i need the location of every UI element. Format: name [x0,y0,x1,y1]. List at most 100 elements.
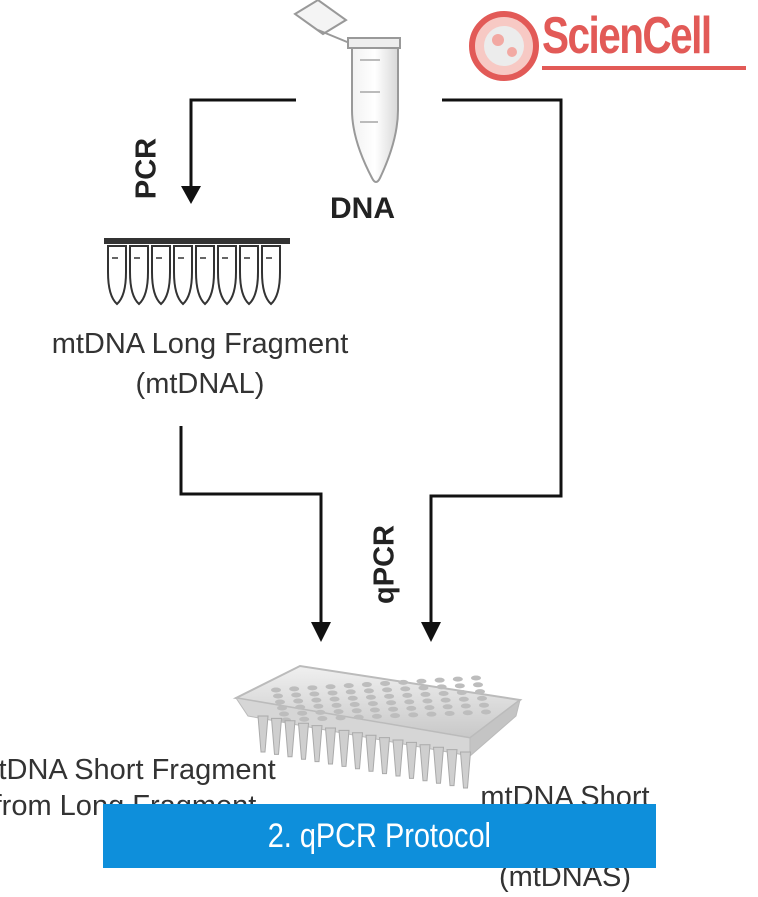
plate-well-tube [378,737,391,775]
plate-well [289,686,300,692]
plate-well [402,692,413,698]
plate-well [347,695,358,701]
plate-well [343,683,354,689]
pcr-strip-tubes-icon [104,238,290,306]
plate-well [331,702,342,708]
plate-well-tube [392,739,404,777]
plate-well-tube [270,717,283,755]
plate-well [345,689,356,695]
96-well-plate-icon [232,664,523,789]
plate-well [420,691,431,697]
plate-well [462,710,473,716]
plate-well-tube [459,751,472,789]
plate-well [363,688,374,694]
plate-well [386,700,397,706]
plate-well [351,708,362,714]
plate-well [365,694,376,700]
plate-well [297,710,308,716]
plate-well-tube [324,727,337,765]
plate-well [406,705,417,711]
plate-well [369,707,380,713]
plate-well [271,687,281,693]
plate-well [295,704,306,710]
strip-tube [239,245,259,306]
plate-well [277,705,287,711]
plate-well [456,690,467,696]
plate-well [335,715,346,721]
plate-well-tube [432,746,445,784]
plate-well [279,711,289,717]
plate-well [458,696,469,702]
plate-well [309,691,320,697]
plate-well [477,695,487,701]
plate-well [416,678,427,684]
dna-label: DNA [330,192,395,225]
plate-well [333,709,344,715]
plate-well [315,709,326,715]
plate-well [479,702,489,708]
plate-well [353,714,364,720]
plate-well [398,679,409,685]
plate-well [426,711,437,717]
plate-well [422,698,433,704]
plate-well [380,680,391,686]
plate-well [329,696,340,702]
plate-well [473,682,483,688]
strip-cap-bar [104,238,290,244]
plate-well-tube [284,720,296,758]
banner-title: 2. qPCR Protocol [267,817,492,855]
flow-diagram [104,0,563,789]
strip-tube [173,245,193,306]
plate-well [408,712,419,718]
logo-underline [542,66,746,70]
strip-tube [217,245,237,306]
logo-wordmark: ScienCell [542,7,712,65]
plate-well [313,703,324,709]
plate-well [311,697,322,703]
diagram-canvas: ScienCell DNA PCR qPCR mtDNA Long Fragme… [0,0,746,893]
strip-tube [151,245,171,306]
plate-well [299,716,310,722]
plate-well-tube [338,729,350,767]
plate-well-tube [311,725,323,763]
plate-well [418,685,429,691]
plate-well-tube [419,744,431,782]
plate-well-tube [405,741,418,779]
plate-well [452,676,463,682]
plate-well [444,710,455,716]
plate-well [438,690,449,696]
long-fragment-arrow [179,426,331,642]
plate-well [367,701,378,707]
plate-well-tube [257,715,269,753]
plate-well-tube [365,734,377,772]
plate-well [404,699,415,705]
plate-well [440,697,451,703]
plate-well [400,686,411,692]
plate-well [424,705,435,711]
plate-well [434,677,445,683]
plate-well [293,698,304,704]
plate-well [349,702,360,708]
plate-well [273,693,283,699]
plate-well [481,709,491,715]
plate-well-tube [446,749,458,787]
plate-well [325,684,336,690]
plate-well [460,703,471,709]
plate-well [307,685,318,691]
plate-well [382,687,393,693]
plate-well [442,704,453,710]
plate-well [384,693,395,699]
qpcr-label: qPCR [368,525,401,604]
plate-well [291,692,302,698]
strip-tube [107,245,127,306]
microcentrifuge-tube-icon [293,0,401,183]
plate-well [475,689,485,695]
strip-tube [261,245,281,306]
strip-tube [195,245,215,306]
plate-well [361,682,372,688]
plate-well-tube [351,732,364,770]
plate-well [436,684,447,690]
protocol-banner: 2. qPCR Protocol [103,804,656,868]
plate-well [390,713,401,719]
plate-well [471,675,481,681]
